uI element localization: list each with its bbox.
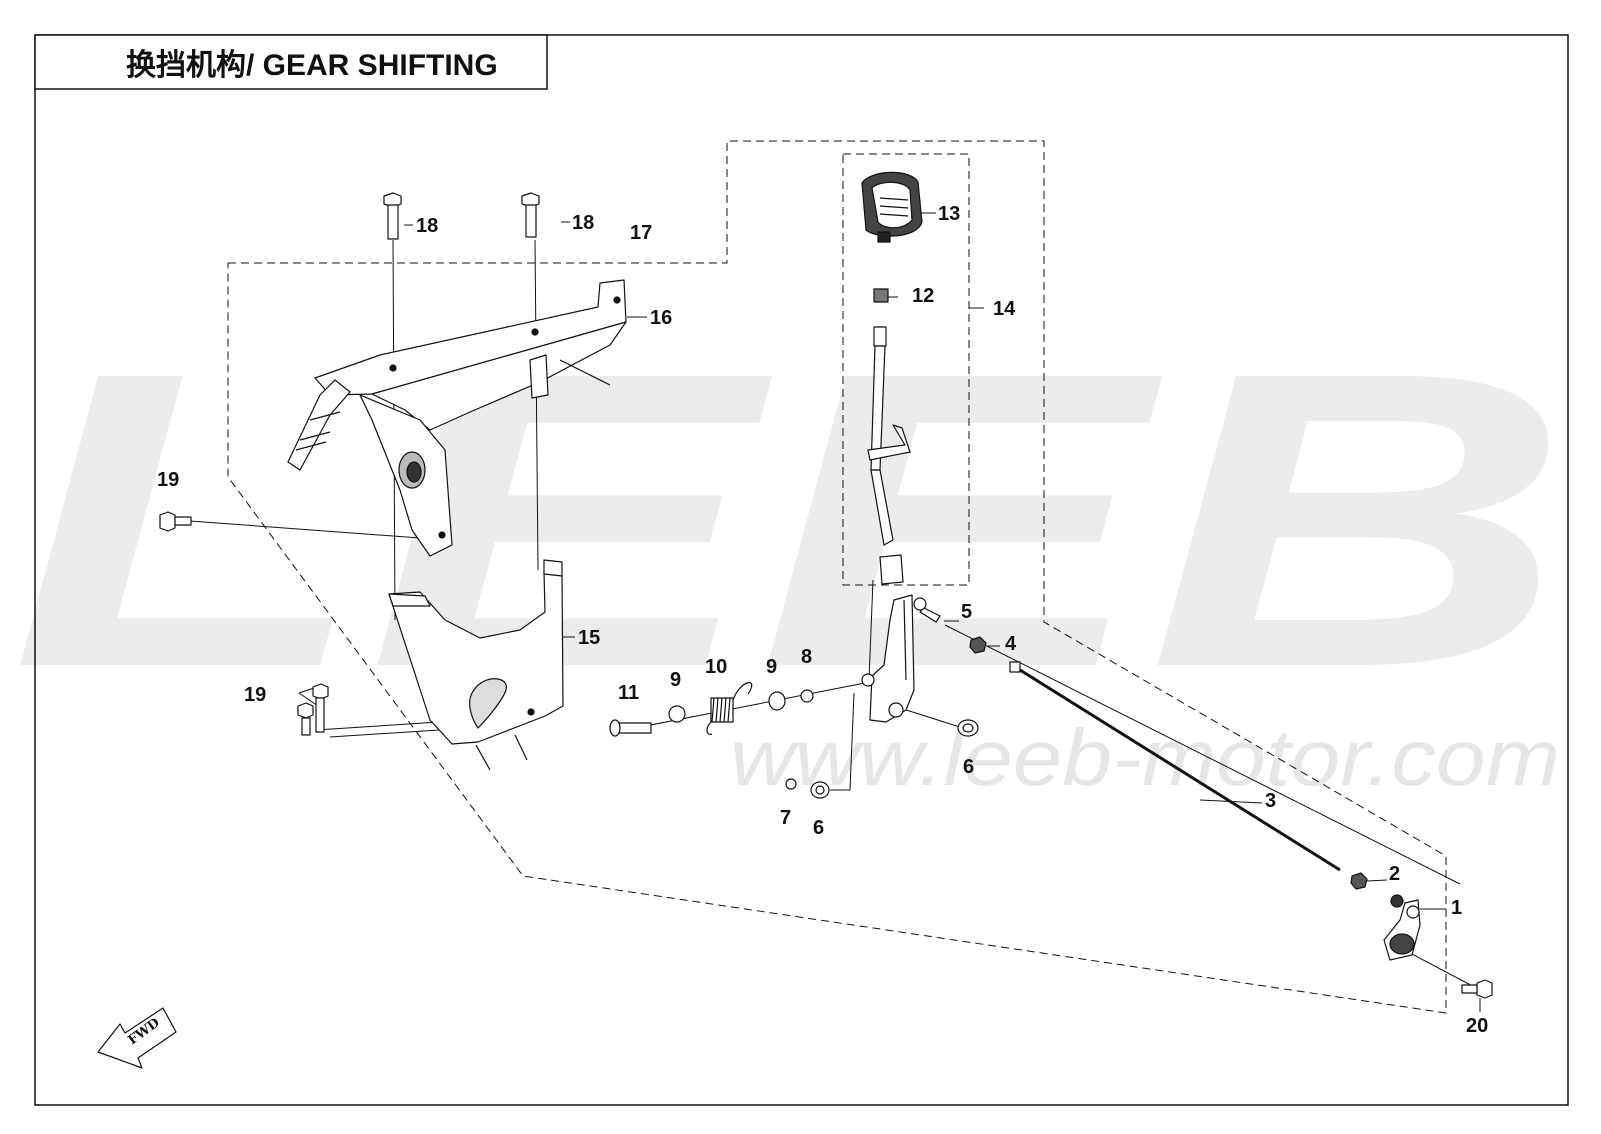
callout-10: 10 bbox=[705, 656, 727, 678]
callout-2: 2 bbox=[1389, 863, 1400, 885]
callout-14: 14 bbox=[993, 298, 1016, 320]
callout-20: 20 bbox=[1466, 1015, 1488, 1037]
callout-9-left: 9 bbox=[670, 669, 681, 691]
shift-arm-1 bbox=[1383, 894, 1421, 961]
bolt-18-left bbox=[383, 192, 402, 240]
callouts: 18 18 17 16 15 19 19 13 12 14 5 4 3 2 1 … bbox=[157, 203, 1488, 1037]
cover-bracket-15 bbox=[388, 559, 564, 771]
assembly-14-outline bbox=[842, 153, 970, 586]
callout-9-right: 9 bbox=[766, 656, 777, 678]
page-title: 换挡机构/ GEAR SHIFTING bbox=[126, 49, 498, 82]
callout-17: 17 bbox=[630, 222, 652, 244]
washer-9-right bbox=[768, 691, 786, 711]
lever-pivot-bracket bbox=[861, 594, 915, 723]
bolt-19-top bbox=[159, 511, 192, 532]
callout-7: 7 bbox=[780, 807, 791, 829]
title-box: 换挡机构/ GEAR SHIFTING bbox=[34, 34, 548, 90]
nut-4 bbox=[969, 636, 987, 654]
shift-rod-3 bbox=[1009, 661, 1341, 872]
callout-18-right: 18 bbox=[572, 212, 594, 234]
callout-4: 4 bbox=[1005, 633, 1017, 655]
callout-8: 8 bbox=[801, 646, 812, 668]
fwd-arrow-icon bbox=[97, 1007, 177, 1069]
shift-bracket-16 bbox=[287, 279, 627, 557]
callout-12: 12 bbox=[912, 285, 934, 307]
callout-5: 5 bbox=[961, 601, 972, 623]
bolt-18-right bbox=[521, 192, 540, 238]
callout-3: 3 bbox=[1265, 790, 1276, 812]
bolt-19-lower-a bbox=[312, 683, 329, 733]
watermark-brand: LEEB bbox=[10, 286, 1570, 755]
callout-19-lower: 19 bbox=[244, 684, 266, 706]
watermark: LEEB www.leeb-motor.com bbox=[10, 286, 1570, 802]
clip-7 bbox=[785, 778, 797, 790]
assembly-17-outline bbox=[227, 140, 1447, 1014]
spring-10 bbox=[706, 682, 753, 735]
ball-joint-5 bbox=[913, 597, 941, 623]
watermark-url: www.leeb-motor.com bbox=[730, 713, 1560, 802]
callout-16: 16 bbox=[650, 307, 672, 329]
callout-15: 15 bbox=[578, 627, 600, 649]
washer-9-left bbox=[668, 705, 686, 723]
callout-6-right: 6 bbox=[963, 756, 974, 778]
pin-11 bbox=[609, 719, 652, 737]
outer-border bbox=[34, 34, 1569, 1106]
nut-12 bbox=[873, 288, 889, 303]
callout-19-top: 19 bbox=[157, 469, 179, 491]
callout-6-lower: 6 bbox=[813, 817, 824, 839]
bolt-20 bbox=[1461, 979, 1493, 999]
callout-11: 11 bbox=[618, 682, 639, 704]
bushing-6-lower bbox=[810, 781, 830, 799]
bushing-6-right bbox=[957, 719, 979, 737]
callout-1: 1 bbox=[1451, 897, 1462, 919]
bolt-19-lower-b bbox=[297, 702, 314, 736]
callout-13: 13 bbox=[938, 203, 960, 225]
nut-2 bbox=[1350, 872, 1368, 890]
shift-lever bbox=[867, 326, 911, 585]
shift-knob-13 bbox=[861, 171, 923, 243]
clip-8 bbox=[800, 689, 814, 703]
callout-18-left: 18 bbox=[416, 215, 438, 237]
